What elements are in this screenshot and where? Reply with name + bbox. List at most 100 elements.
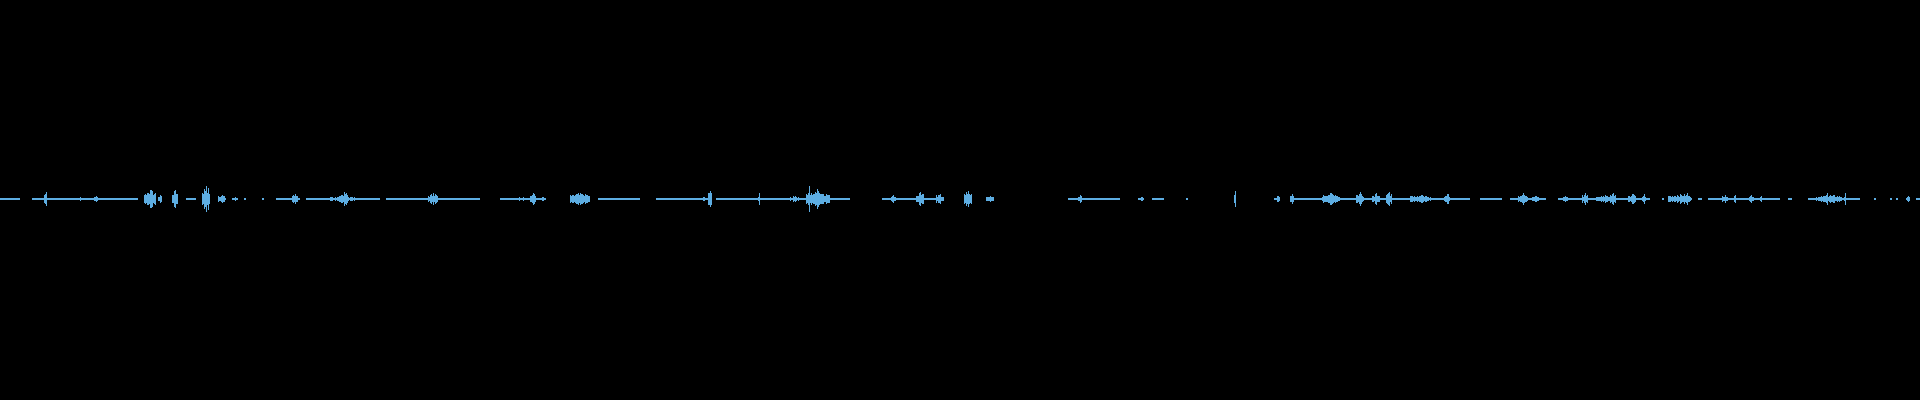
waveform-segment	[1604, 197, 1605, 201]
waveform-segment	[1599, 197, 1600, 201]
waveform-segment	[1678, 196, 1679, 202]
waveform-segment	[574, 196, 575, 202]
waveform-peak	[968, 191, 969, 207]
waveform-segment	[1708, 198, 1780, 200]
waveform-segment	[586, 195, 587, 203]
waveform-segment	[1143, 198, 1144, 200]
waveform-segment	[1608, 197, 1609, 201]
waveform-segment	[792, 198, 793, 200]
waveform-segment	[512, 198, 513, 200]
waveform-segment	[992, 197, 993, 201]
waveform-segment	[584, 196, 585, 202]
waveform-peak	[344, 192, 345, 206]
waveform-segment	[993, 197, 994, 201]
waveform-segment	[292, 196, 293, 202]
waveform-segment	[151, 190, 152, 208]
waveform-segment	[1684, 194, 1685, 204]
waveform-segment	[711, 193, 712, 205]
waveform-segment	[244, 198, 246, 200]
waveform-segment	[82, 198, 83, 200]
waveform-segment	[1356, 195, 1357, 203]
waveform-segment	[1614, 196, 1615, 202]
waveform-segment	[1391, 194, 1392, 204]
waveform-segment	[1379, 196, 1380, 202]
waveform-segment	[988, 197, 989, 201]
waveform-segment	[144, 195, 145, 203]
waveform-segment	[353, 198, 354, 200]
waveform-segment	[331, 197, 332, 201]
waveform-segment	[1068, 198, 1120, 200]
waveform-segment	[341, 195, 342, 203]
waveform-segment	[1635, 196, 1636, 202]
waveform-segment	[1829, 196, 1830, 202]
waveform-segment	[1691, 198, 1692, 200]
waveform-segment	[582, 194, 583, 204]
waveform-segment	[1420, 196, 1421, 202]
waveform-segment	[1724, 197, 1725, 201]
waveform-segment	[1615, 195, 1616, 203]
waveform-segment	[1323, 195, 1324, 203]
waveform-segment	[95, 197, 96, 201]
waveform-peak	[1080, 195, 1081, 203]
waveform-segment	[1842, 198, 1843, 200]
waveform-segment	[1339, 197, 1340, 201]
waveform-segment	[1140, 198, 1141, 200]
waveform-peak	[1827, 193, 1828, 205]
waveform-segment	[571, 196, 572, 202]
waveform-segment	[1275, 198, 1276, 200]
waveform-peak	[710, 191, 711, 207]
waveform-segment	[501, 198, 502, 200]
waveform-segment	[1630, 197, 1631, 201]
waveform-segment	[516, 198, 517, 200]
waveform-segment	[354, 197, 355, 201]
waveform-peak	[1141, 197, 1142, 201]
waveform-segment	[219, 197, 220, 201]
waveform-segment	[233, 198, 234, 200]
waveform-segment	[1414, 196, 1415, 202]
waveform-segment	[1373, 196, 1374, 202]
waveform-segment	[502, 198, 503, 200]
waveform-peak	[817, 189, 818, 209]
waveform-segment	[522, 198, 523, 200]
waveform-segment	[339, 196, 340, 202]
waveform-peak	[433, 193, 434, 205]
waveform-peak	[523, 197, 524, 201]
waveform-segment	[1413, 197, 1414, 201]
waveform-segment	[1326, 196, 1327, 202]
waveform-segment	[517, 198, 518, 200]
waveform-segment	[824, 196, 825, 202]
waveform-segment	[1525, 196, 1526, 202]
waveform-segment	[1586, 196, 1587, 202]
waveform-segment	[149, 194, 150, 204]
waveform-segment	[218, 196, 219, 202]
waveform-segment	[1828, 197, 1829, 201]
waveform-segment	[45, 194, 46, 204]
waveform-segment	[794, 197, 795, 201]
waveform-segment	[172, 195, 173, 203]
waveform-segment	[1325, 196, 1326, 202]
waveform-segment	[203, 194, 204, 204]
waveform-segment	[656, 198, 700, 200]
waveform-segment	[174, 191, 175, 207]
waveform-segment	[1832, 196, 1833, 202]
waveform-segment	[334, 198, 335, 200]
waveform-segment	[1357, 195, 1358, 203]
waveform-segment	[1429, 198, 1430, 200]
waveform-segment	[1427, 197, 1428, 201]
waveform-segment	[1674, 196, 1675, 202]
waveform-segment	[400, 198, 480, 200]
waveform-segment	[1278, 196, 1279, 202]
waveform-segment	[435, 194, 436, 204]
waveform-segment	[827, 195, 828, 203]
waveform-segment	[822, 194, 823, 204]
waveform-peak	[1376, 193, 1377, 205]
waveform-segment	[706, 198, 707, 200]
waveform-segments	[0, 186, 1920, 212]
waveform-segment	[538, 198, 539, 200]
waveform-segment	[1698, 198, 1702, 200]
waveform-segment	[436, 195, 437, 203]
waveform-segment	[1446, 196, 1447, 202]
waveform-segment	[386, 198, 400, 200]
waveform-segment	[1750, 196, 1751, 202]
waveform-segment	[0, 198, 20, 200]
